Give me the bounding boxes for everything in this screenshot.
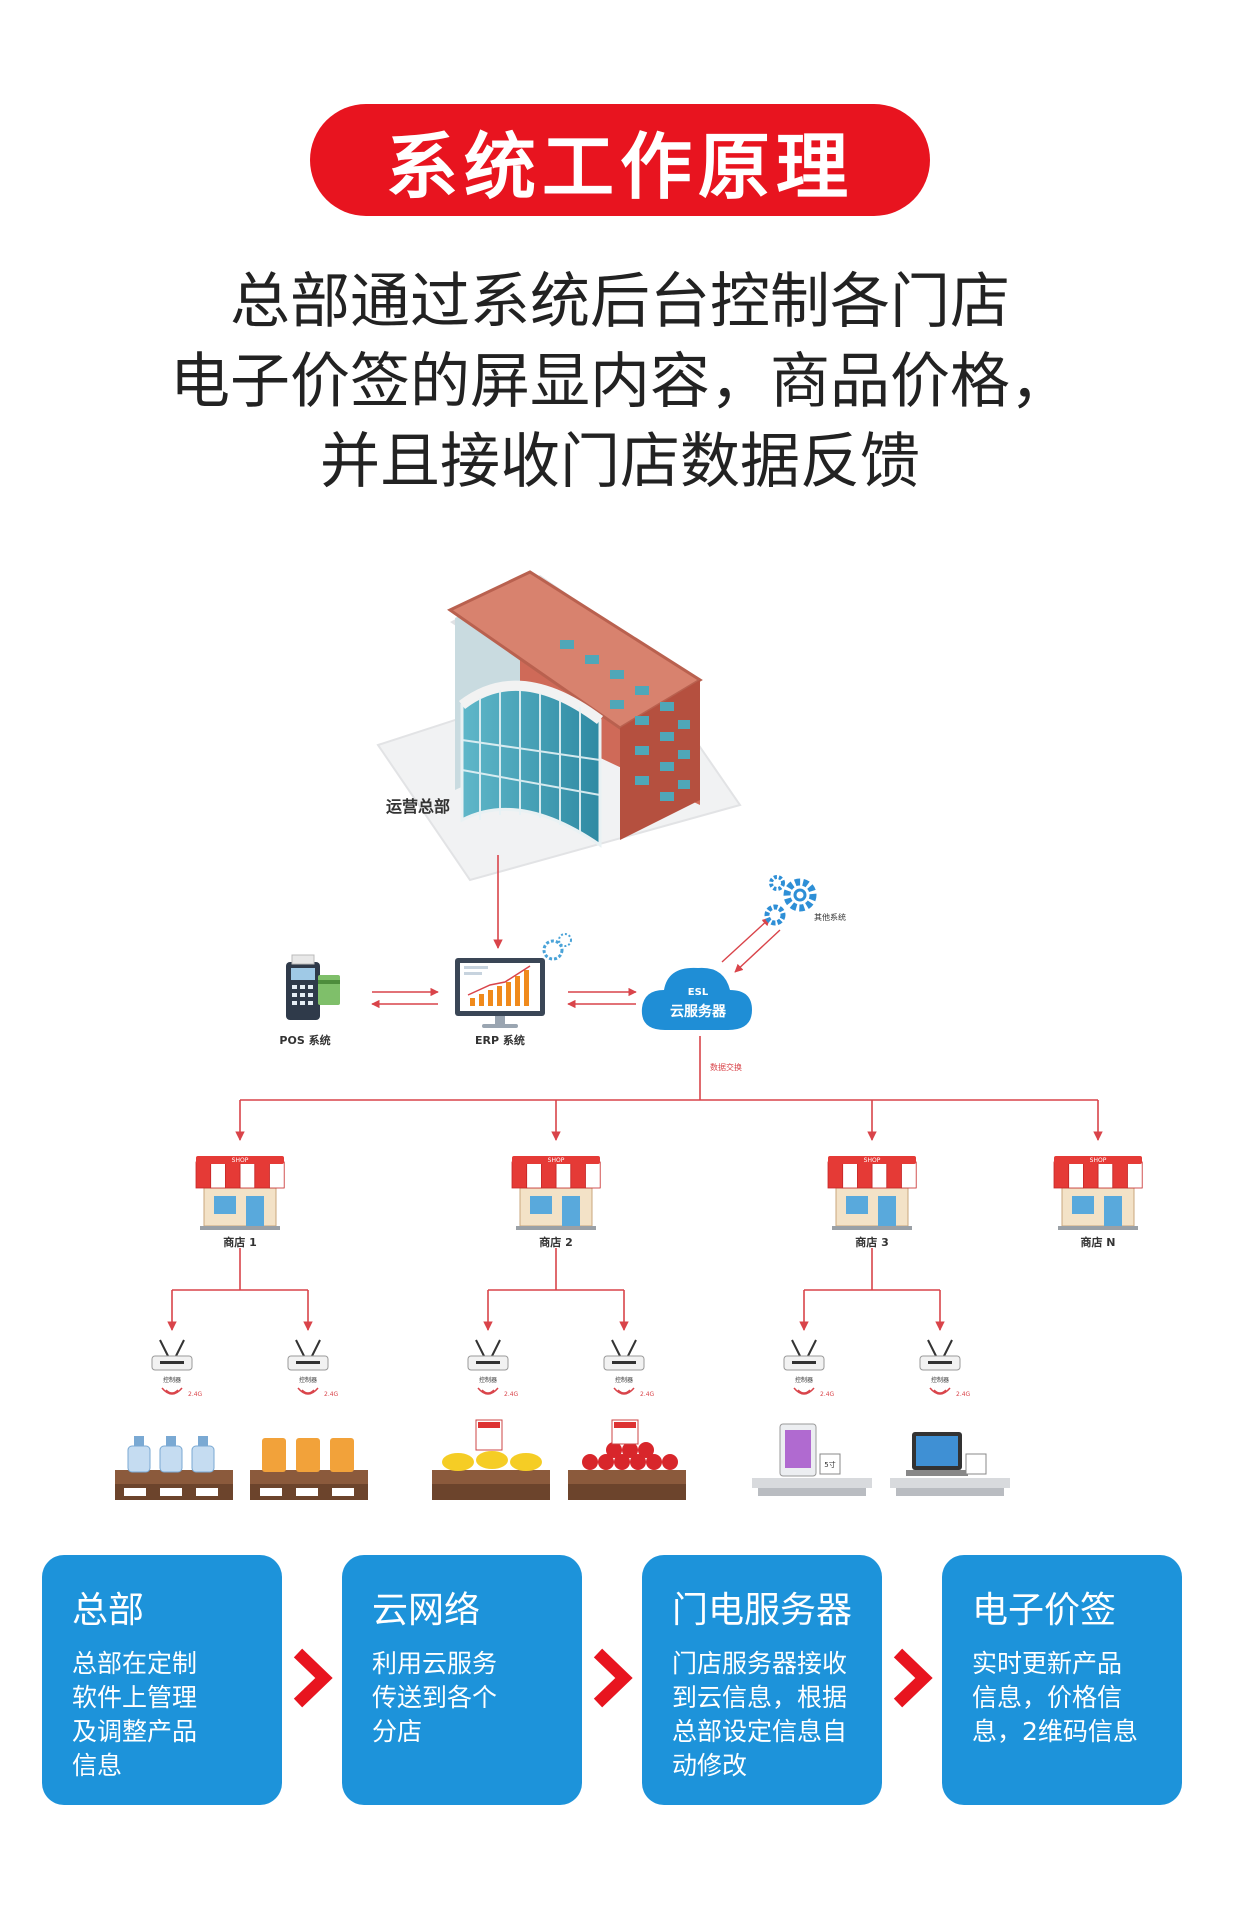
controller-label: 控制器 — [163, 1376, 181, 1384]
router-icon: 控制器 2.4G — [919, 1339, 971, 1398]
controller-label: 控制器 — [795, 1376, 813, 1384]
step-title: 总部 — [72, 1590, 145, 1631]
hq-label: 运营总部 — [386, 797, 450, 816]
stores-group: SHOP 商店 1 SHOP 商店 2 SHOP 商店 3 SHOP 商店 N — [195, 1156, 1143, 1249]
data-exchange-label: 数据交换 — [710, 1062, 742, 1072]
step-desc-line: 及调整产品 — [72, 1717, 198, 1746]
shop-sign-label: SHOP — [864, 1157, 881, 1164]
store-icon: SHOP 商店 N — [1053, 1156, 1143, 1249]
step-desc-line: 信息 — [72, 1751, 123, 1780]
step-desc-line: 分店 — [372, 1717, 423, 1746]
step-desc-line: 软件上管理 — [72, 1683, 198, 1712]
step-desc-line: 息，2维码信息 — [972, 1717, 1138, 1746]
step-desc-line: 总部在定制 — [72, 1649, 198, 1678]
step-desc-line: 动修改 — [672, 1751, 748, 1780]
bottle-shelf — [115, 1436, 233, 1500]
step-desc-line: 传送到各个 — [372, 1683, 498, 1712]
intro-line-1: 总部通过系统后台控制各门店 — [230, 267, 1010, 337]
cloud-esl-label: ESL — [688, 987, 709, 998]
store-icon: SHOP 商店 2 — [511, 1156, 601, 1249]
freq-label: 2.4G — [956, 1391, 971, 1398]
shop-sign-label: SHOP — [232, 1157, 249, 1164]
router-icon: 控制器 2.4G — [783, 1339, 835, 1398]
laptop-display — [890, 1432, 1010, 1496]
freq-label: 2.4G — [504, 1391, 519, 1398]
step-cloud: 云网络 利用云服务 传送到各个 分店 — [342, 1555, 582, 1805]
tablet-display: 5寸 — [752, 1423, 872, 1496]
chevron-right-icon — [593, 1648, 633, 1708]
juice-shelf — [250, 1438, 368, 1500]
store-label: 商店 N — [1080, 1235, 1115, 1249]
step-desc-line: 门店服务器接收 — [672, 1649, 848, 1678]
step-title: 电子价签 — [972, 1590, 1117, 1631]
controllers-group: 控制器 2.4G 控制器 2.4G 控制器 2.4G 控制器 2.4G 控制器 2.4G 控制器 2.… — [151, 1339, 971, 1398]
intro-text: 总部通过系统后台控制各门店 电子价签的屏显内容，商品价格， 并且接收门店数据反馈 — [0, 262, 1240, 502]
store-label: 商店 2 — [539, 1235, 572, 1249]
step-hq: 总部 总部在定制 软件上管理 及调整产品 信息 — [42, 1555, 282, 1805]
chevron-right-icon — [893, 1648, 933, 1708]
step-desc-line: 利用云服务 — [372, 1649, 498, 1678]
freq-label: 2.4G — [324, 1391, 339, 1398]
step-desc-line: 总部设定信息自 — [672, 1717, 848, 1746]
apple-shelf — [568, 1419, 686, 1500]
router-icon: 控制器 2.4G — [467, 1339, 519, 1398]
gear-icon — [764, 875, 817, 926]
controller-label: 控制器 — [479, 1376, 497, 1384]
shop-sign-label: SHOP — [1090, 1157, 1107, 1164]
cloud-server-icon — [641, 967, 752, 1030]
intro-line-3: 并且接收门店数据反馈 — [320, 427, 920, 497]
freq-label: 2.4G — [820, 1391, 835, 1398]
cloud-label: 云服务器 — [670, 1003, 727, 1020]
system-diagram: 运营总部 POS 系统 ERP 系统 — [115, 570, 1143, 1500]
pos-label: POS 系统 — [279, 1033, 330, 1047]
store-fanout-arrows — [167, 1248, 945, 1331]
product-displays: 5寸 — [115, 1419, 1010, 1500]
shop-sign-label: SHOP — [548, 1157, 565, 1164]
step-desc-line: 信息，价格信 — [972, 1683, 1123, 1712]
controller-label: 控制器 — [299, 1376, 317, 1384]
store-label: 商店 3 — [855, 1235, 888, 1249]
erp-label: ERP 系统 — [475, 1033, 525, 1047]
banana-shelf — [432, 1419, 550, 1500]
headquarters-building — [376, 570, 742, 882]
router-icon: 控制器 2.4G — [287, 1339, 339, 1398]
controller-label: 控制器 — [615, 1376, 633, 1384]
step-desc-line: 到云信息，根据 — [672, 1683, 848, 1712]
pos-terminal-icon — [286, 954, 340, 1020]
controller-label: 控制器 — [931, 1376, 949, 1384]
page-title: 系统工作原理 — [385, 124, 854, 209]
router-icon: 控制器 2.4G — [151, 1339, 203, 1398]
step-title: 云网络 — [372, 1590, 481, 1631]
tablet-tag-label: 5寸 — [824, 1460, 835, 1469]
step-desc-line: 实时更新产品 — [972, 1649, 1123, 1678]
store-icon: SHOP 商店 1 — [195, 1156, 285, 1249]
freq-label: 2.4G — [188, 1391, 203, 1398]
step-esl: 电子价签 实时更新产品 信息，价格信 息，2维码信息 — [942, 1555, 1182, 1805]
step-store-server: 门电服务器 门店服务器接收 到云信息，根据 总部设定信息自 动修改 — [642, 1555, 882, 1805]
intro-line-2: 电子价签的屏显内容，商品价格， — [170, 347, 1070, 417]
chevron-right-icon — [293, 1648, 333, 1708]
erp-monitor-icon — [455, 933, 572, 1028]
store-label: 商店 1 — [223, 1235, 256, 1249]
store-icon: SHOP 商店 3 — [827, 1156, 917, 1249]
router-icon: 控制器 2.4G — [603, 1339, 655, 1398]
step-title: 门电服务器 — [672, 1590, 853, 1631]
freq-label: 2.4G — [640, 1391, 655, 1398]
process-steps: 总部 总部在定制 软件上管理 及调整产品 信息 云网络 利用云服务 传送到各个 … — [42, 1555, 1198, 1805]
other-system-label: 其他系统 — [814, 912, 846, 922]
title-banner: 系统工作原理 — [310, 104, 930, 216]
